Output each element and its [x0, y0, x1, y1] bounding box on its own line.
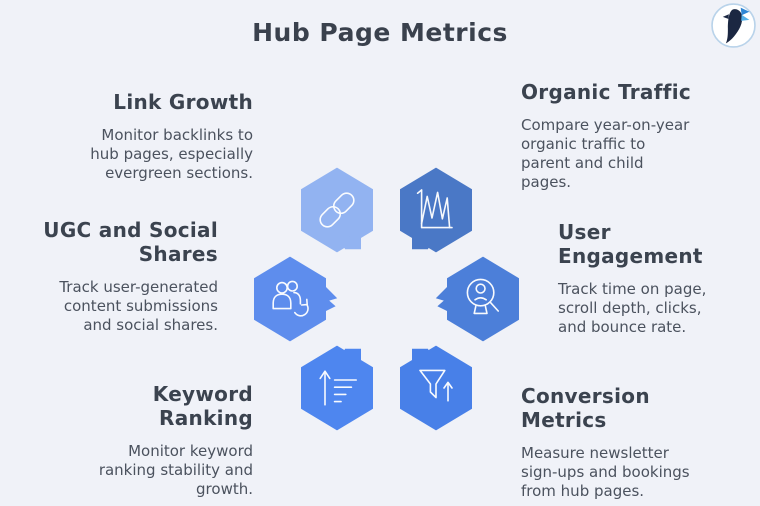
- hexagon-shape: [400, 167, 472, 253]
- section-body: Track time on page, scroll depth, clicks…: [558, 280, 707, 336]
- section-body: Compare year-on-year organic traffic to …: [521, 116, 690, 191]
- section-keyword-ranking: Keyword Ranking Monitor keyword ranking …: [53, 382, 253, 499]
- user-magnifier-icon: [466, 278, 499, 315]
- ranking-arrow-icon: [319, 370, 357, 406]
- section-heading: Conversion Metrics: [521, 384, 650, 432]
- section-conversion-metrics: Conversion Metrics Measure newsletter si…: [521, 384, 731, 501]
- section-heading: Keyword Ranking: [152, 382, 253, 430]
- hexagon-ugc-social: [254, 256, 338, 342]
- area-chart-icon: [416, 189, 453, 229]
- hexagon-shape: [301, 167, 373, 253]
- hummingbird-logo-icon: [711, 3, 756, 48]
- hexagon-organic-traffic: [400, 167, 472, 253]
- section-body: Track user-generated content submissions…: [59, 278, 218, 334]
- section-heading: User Engagement: [558, 220, 703, 268]
- hexagon-user-engagement: [435, 256, 519, 342]
- section-organic-traffic: Organic Traffic Compare year-on-year org…: [521, 80, 721, 192]
- page-title: Hub Page Metrics: [252, 18, 508, 47]
- section-ugc-social-shares: UGC and Social Shares Track user-generat…: [18, 218, 218, 335]
- hexagon-shape: [254, 256, 338, 342]
- section-body: Monitor backlinks to hub pages, especial…: [90, 126, 253, 182]
- section-user-engagement: User Engagement Track time on page, scro…: [558, 220, 748, 337]
- funnel-arrow-icon: [419, 369, 453, 402]
- hexagon-link-growth: [301, 167, 373, 253]
- link-icon: [319, 192, 355, 228]
- section-body: Measure newsletter sign-ups and bookings…: [521, 444, 690, 500]
- section-heading: UGC and Social Shares: [43, 218, 218, 266]
- section-body: Monitor keyword ranking stability and gr…: [98, 442, 253, 498]
- section-link-growth: Link Growth Monitor backlinks to hub pag…: [53, 90, 253, 183]
- hexagon-conversion-metrics: [400, 345, 472, 431]
- section-heading: Organic Traffic: [521, 80, 692, 104]
- people-refresh-icon: [272, 280, 309, 317]
- hummingbird-logo: [710, 2, 757, 49]
- hexagon-keyword-ranking: [301, 345, 373, 431]
- section-heading: Link Growth: [113, 90, 253, 114]
